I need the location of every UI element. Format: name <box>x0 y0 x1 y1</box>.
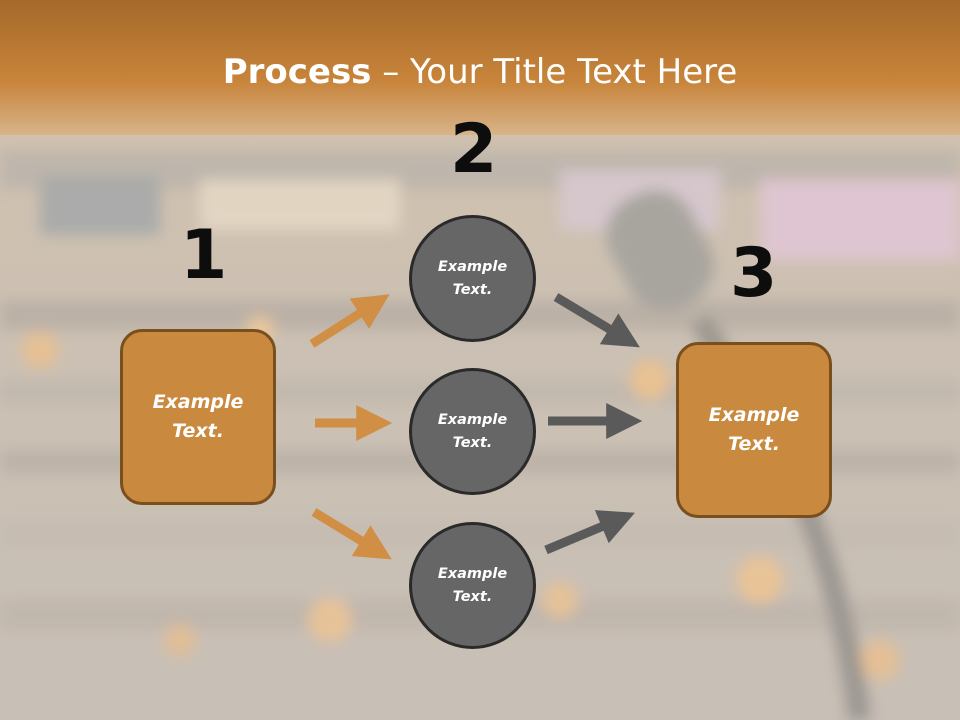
step1-box-text: Example Text. <box>152 391 244 442</box>
title-rest: – Your Title Text Here <box>371 52 738 92</box>
step2-circle-1-text: Example Text. <box>437 258 508 298</box>
step3-box-text: Example Text. <box>708 404 800 455</box>
step2-circle-1[interactable]: Example Text. <box>409 215 536 342</box>
step1-box[interactable]: Example Text. <box>120 329 276 505</box>
arrow-circle-3-to-3 <box>544 510 635 555</box>
step2-circle-3-text: Example Text. <box>437 565 508 605</box>
step-number-1: 1 <box>180 216 228 295</box>
step-number-2: 2 <box>450 110 498 189</box>
slide-title: Process – Your Title Text Here <box>0 52 960 92</box>
step2-circle-2[interactable]: Example Text. <box>409 368 536 495</box>
step3-box[interactable]: Example Text. <box>676 342 832 518</box>
arrow-circle-1-to-3 <box>553 293 640 348</box>
arrow-1-to-circle-3 <box>311 508 392 560</box>
step2-circle-2-text: Example Text. <box>437 411 508 451</box>
step2-circle-3[interactable]: Example Text. <box>409 522 536 649</box>
title-bold: Process <box>222 52 372 92</box>
step-number-3: 3 <box>730 234 778 313</box>
arrow-1-to-circle-1 <box>309 294 390 348</box>
